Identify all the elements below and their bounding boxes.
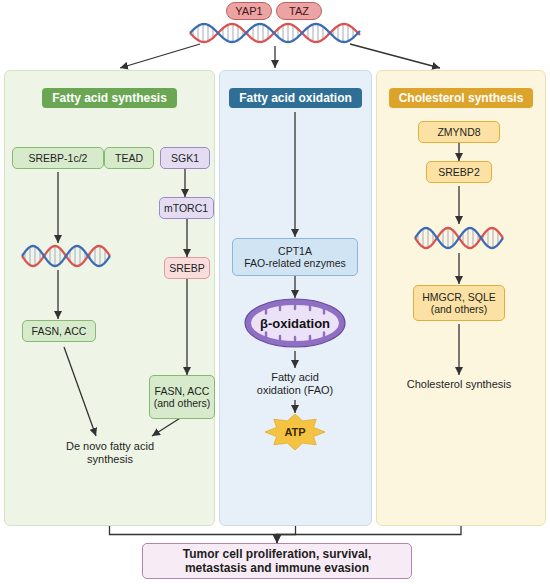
process-box: FASN, ACC [22, 320, 96, 342]
label-slot: De novo fatty acid synthesis [45, 440, 175, 466]
panel-heading: Fatty acid oxidation [229, 88, 362, 108]
pathway-panel: Cholesterol synthesisZMYND8SREBP2HMGCR, … [376, 70, 546, 526]
process-box: SREBP [164, 257, 210, 279]
node-text: β-oxidation [260, 316, 330, 331]
arrow-line [274, 46, 275, 68]
arrow-line [294, 351, 295, 368]
dna-helix [22, 246, 110, 266]
arrow-line [294, 400, 295, 413]
connector-arrow [184, 169, 185, 197]
free-label: De novo fatty acid synthesis [45, 440, 175, 466]
dna-helix [415, 228, 503, 248]
node-text: SREBP-1c/2 [29, 152, 88, 165]
node-text: Tumor cell proliferation, survival, meta… [151, 547, 403, 575]
connector-arrow [458, 143, 459, 161]
process-box: HMGCR, SQLE (and others) [413, 285, 505, 321]
arrow-line [350, 44, 440, 68]
arrow-line [294, 112, 295, 237]
connector-arrow [294, 276, 295, 298]
arrow-line [64, 347, 96, 436]
atp-star: ATP [265, 414, 325, 450]
node-text: TAZ [289, 5, 309, 17]
arrow-line [458, 324, 459, 375]
node-text: SREBP2 [438, 166, 479, 179]
process-box: TEAD [104, 147, 154, 169]
node-text: CPT1A [278, 245, 312, 258]
process-box: CPT1AFAO-related enzymes [232, 238, 358, 276]
node-text: SGK1 [171, 152, 199, 165]
arrow-line [152, 415, 185, 436]
free-label: Cholesterol synthesis [384, 378, 534, 391]
node-text: FASN, ACC (and others) [153, 385, 211, 410]
arrow-line [57, 172, 58, 243]
process-box: ZMYND8 [418, 121, 500, 143]
connector-arrow [186, 279, 187, 375]
arrow-line [458, 186, 459, 224]
arrow-line [120, 44, 200, 68]
node-text: YAP1 [235, 5, 262, 17]
label-slot: Fatty acid oxidation (FAO) [250, 371, 340, 397]
panel-heading: Fatty acid synthesis [42, 88, 177, 108]
node-text: HMGCR, SQLE (and others) [417, 291, 501, 316]
node-text: SREBP [169, 262, 205, 275]
dna-helix [190, 24, 360, 42]
connector-arrow [277, 526, 461, 543]
protein-pill: YAP1 [226, 2, 272, 20]
node-text: FAO-related enzymes [244, 257, 346, 270]
dna-group [22, 24, 503, 266]
node-text: ZMYND8 [437, 126, 480, 139]
node-text: ATP [284, 426, 305, 438]
panel-heading: Cholesterol synthesis [389, 88, 534, 108]
mitochondrion-node: β-oxidation [244, 298, 346, 348]
connector-arrow [110, 526, 278, 543]
free-label: Fatty acid oxidation (FAO) [250, 371, 340, 397]
process-box: mTORC1 [159, 197, 214, 219]
process-box: SGK1 [160, 147, 210, 169]
node-text: TEAD [115, 152, 143, 165]
process-box: FASN, ACC (and others) [149, 375, 215, 419]
node-text: FASN, ACC [32, 325, 87, 338]
protein-pill: TAZ [276, 2, 322, 20]
connector-arrow [186, 219, 187, 257]
arrow-line [458, 253, 459, 284]
process-box: SREBP2 [426, 161, 492, 183]
arrow-line [57, 270, 58, 319]
label-slot: Cholesterol synthesis [384, 378, 534, 391]
node-text: mTORC1 [164, 202, 208, 215]
outcome-box: Tumor cell proliferation, survival, meta… [142, 543, 412, 579]
process-box: SREBP-1c/2 [12, 147, 104, 169]
